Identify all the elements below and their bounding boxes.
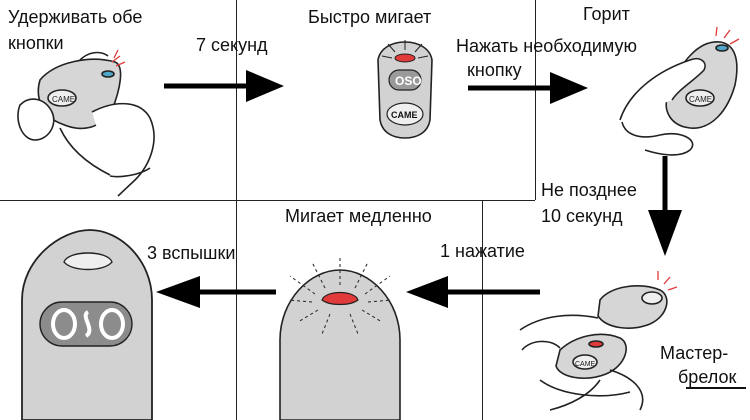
label-hold-both-1: Удерживать обе — [8, 7, 143, 27]
arrow-down — [648, 156, 682, 256]
label-blinks-fast: Быстро мигает — [308, 7, 432, 27]
arrow-left-1 — [406, 276, 540, 308]
svg-text:CAME: CAME — [575, 361, 596, 368]
two-remotes-master-illustration: CAME — [519, 271, 678, 411]
hand-pressing-button-illustration: CAME — [619, 26, 740, 156]
arrow-right-1 — [164, 70, 284, 102]
label-hold-both-2: кнопки — [8, 33, 64, 53]
label-press-needed-1: Нажать необходимую — [456, 36, 638, 56]
svg-text:CAME: CAME — [52, 95, 75, 104]
label-no-later-1: Не позднее — [541, 180, 637, 200]
label-no-later-2: 10 секунд — [541, 206, 623, 226]
divider-top-1 — [236, 0, 237, 200]
label-lit: Горит — [583, 4, 630, 24]
remote-top-large-illustration — [21, 229, 153, 420]
divider-middle — [0, 200, 535, 201]
arrow-left-2 — [156, 276, 276, 308]
divider-bottom-1 — [236, 200, 237, 420]
divider-bottom-2 — [482, 200, 483, 420]
label-master-1: Мастер- — [660, 343, 729, 363]
remote-blinking-fast-illustration: OSO CAME — [377, 40, 433, 139]
hand-holding-remote-illustration: CAME — [17, 49, 155, 197]
arrow-right-2 — [468, 72, 588, 104]
label-press-needed-2: кнопку — [467, 60, 522, 80]
remote-logo: OSO — [395, 74, 422, 88]
remote-brand: CAME — [391, 110, 418, 120]
label-seven-seconds: 7 секунд — [196, 35, 268, 55]
label-blinks-slow: Мигает медленно — [285, 206, 432, 226]
divider-top-2 — [535, 0, 536, 200]
label-one-press: 1 нажатие — [440, 241, 525, 261]
svg-text:CAME: CAME — [689, 95, 712, 104]
label-three-flashes: 3 вспышки — [147, 243, 236, 263]
remote-top-slow-blink-illustration — [279, 255, 401, 420]
label-master-2: брелок — [678, 367, 737, 387]
